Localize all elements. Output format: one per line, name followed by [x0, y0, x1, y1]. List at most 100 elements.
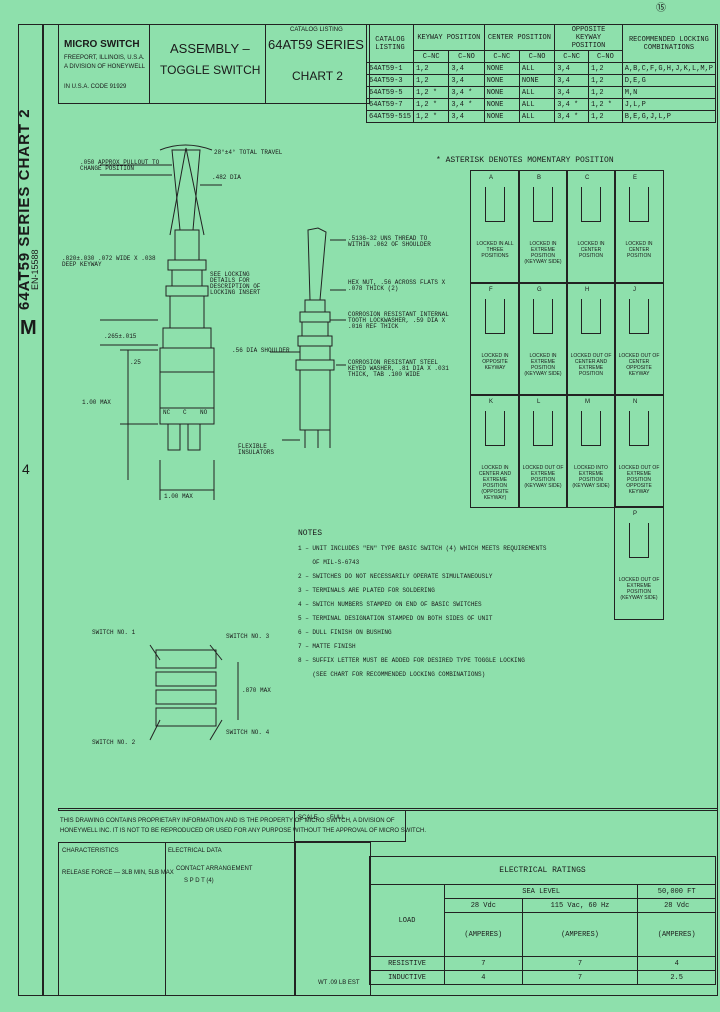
weight: WT .09 LB EST	[318, 980, 360, 986]
note-item: 3 – TERMINALS ARE PLATED FOR SOLDERING	[298, 587, 435, 594]
contact-spdt: S P D T (4)	[184, 878, 214, 884]
locking-caption: LOCKED IN CENTER AND EXTREME POSITION (O…	[478, 465, 512, 501]
locking-letter: M	[585, 399, 590, 405]
label-hex: HEX NUT, .56 ACROSS FLATS X .078 THICK (…	[348, 279, 446, 292]
locking-cell: C LOCKED IN CENTER POSITION	[566, 170, 616, 284]
locking-letter: E	[633, 175, 638, 181]
corner-mark: ⑮	[656, 3, 666, 14]
label-sw3: SWITCH NO. 3	[226, 633, 270, 640]
ratings-title: ELECTRICAL RATINGS	[369, 856, 716, 885]
locking-shape-icon	[629, 411, 649, 446]
locking-caption: LOCKED OUT OF CENTER OPPOSITE KEYWAY	[618, 353, 660, 377]
label-nc: NC	[163, 409, 171, 416]
proprietary-line1: THIS DRAWING CONTAINS PROPRIETARY INFORM…	[60, 818, 395, 824]
notes-title: NOTES	[298, 529, 323, 538]
catalog-table: CATALOG LISTING KEYWAY POSITION CENTER P…	[365, 24, 717, 123]
label-keyway: .820±.030 .072 WIDE X .038 DEEP KEYWAY	[62, 255, 156, 268]
proprietary-line2: HONEYWELL INC. IT IS NOT TO BE REPRODUCE…	[60, 828, 427, 834]
locking-shape-icon	[581, 187, 601, 222]
load-label: LOAD	[369, 884, 445, 957]
locking-shape-icon	[533, 299, 553, 334]
altitude-label: 50,000 FT	[637, 884, 716, 899]
label-sw1: SWITCH NO. 1	[92, 629, 136, 636]
label-no: NO	[200, 409, 208, 416]
locking-caption: LOCKED IN CENTER POSITION	[577, 241, 605, 259]
label-sw4: SWITCH NO. 4	[226, 729, 270, 736]
scale-value: FULL	[330, 815, 345, 821]
label-dim-265: .265±.015	[104, 333, 137, 340]
locking-letter: N	[633, 399, 638, 405]
locking-caption: LOCKED IN EXTREME POSITION (KEYWAY SIDE)	[524, 353, 562, 377]
label-travel: 28°±4° TOTAL TRAVEL	[214, 149, 283, 156]
locking-caption: LOCKED OUT OF EXTREME POSITION (KEYWAY S…	[618, 577, 660, 601]
locking-letter: J	[633, 287, 636, 293]
label-dim-25: .25	[130, 359, 141, 366]
note-item: 4 – SWITCH NUMBERS STAMPED ON END OF BAS…	[298, 601, 482, 608]
locking-letter: H	[585, 287, 590, 293]
locking-caption: LOCKED OUT OF EXTREME POSITION OPPOSITE …	[618, 465, 660, 495]
contact-arrangement: CONTACT ARRANGEMENT	[176, 866, 253, 872]
locking-letter: C	[585, 175, 590, 181]
assembly-subtitle: TOGGLE SWITCH	[160, 63, 261, 77]
locking-shape-icon	[581, 411, 601, 446]
label-thread: .5136–32 UNS THREAD TO WITHIN .062 OF SH…	[348, 235, 431, 248]
locking-caption: LOCKED INTO EXTREME POSITION (KEYWAY SID…	[572, 465, 610, 489]
assembly-title: ASSEMBLY –	[170, 41, 250, 56]
sea-level-label: SEA LEVEL	[443, 884, 639, 899]
vertical-drawing-number: EN-15588	[30, 249, 40, 290]
note-item: 8 – SUFFIX LETTER MUST BE ADDED FOR DESI…	[298, 657, 525, 664]
listing-label: CATALOG LISTING	[290, 27, 343, 33]
locking-cell: M LOCKED INTO EXTREME POSITION (KEYWAY SI…	[566, 394, 616, 508]
label-lockwasher: CORROSION RESISTANT INTERNAL TOOTH LOCKW…	[348, 311, 449, 330]
locking-shape-icon	[629, 299, 649, 334]
locking-cell: N LOCKED OUT OF EXTREME POSITION OPPOSITE…	[614, 394, 664, 508]
locking-letter: L	[537, 399, 541, 405]
company-sub3: IN U.S.A. CODE 91929	[64, 84, 127, 90]
locking-shape-icon	[533, 411, 553, 446]
locking-caption: LOCKED IN CENTER POSITION	[625, 241, 653, 259]
label-dim-100w: 1.00 MAX	[164, 493, 193, 500]
locking-caption: LOCKED IN EXTREME POSITION (KEYWAY SIDE)	[524, 241, 562, 265]
label-shoulder: .56 DIA SHOULDER	[232, 347, 290, 354]
chart-title: CHART 2	[292, 69, 343, 83]
issue-mark: 4	[22, 461, 30, 477]
label-dim-100: 1.00 MAX	[82, 399, 111, 406]
company-sub1: FREEPORT, ILLINOIS, U.S.A.	[64, 55, 145, 61]
label-keyed-washer: CORROSION RESISTANT STEEL KEYED WASHER, …	[348, 359, 449, 378]
note-item: 1 – UNIT INCLUDES "EN" TYPE BASIC SWITCH…	[298, 545, 547, 552]
label-see-locking: SEE LOCKING DETAILS FOR DESCRIPTION OF L…	[210, 271, 261, 296]
m-mark: M	[20, 317, 37, 339]
locking-letter: B	[537, 175, 542, 181]
note-item: 2 – SWITCHES DO NOT NECESSARILY OPERATE …	[298, 573, 493, 580]
locking-caption: LOCKED IN ALL THREE POSITIONS	[476, 241, 514, 259]
characteristics-label: CHARACTERISTICS	[62, 848, 119, 854]
scale-label: SCALE	[298, 815, 318, 821]
locking-caption: LOCKED OUT OF CENTER AND EXTREME POSITIO…	[570, 353, 612, 377]
left-strip	[18, 24, 44, 996]
company-name: MICRO SWITCH	[64, 39, 140, 50]
locking-shape-icon	[629, 523, 649, 558]
locking-shape-icon	[485, 187, 505, 222]
series-title: 64AT59 SERIES	[268, 37, 364, 52]
locking-shape-icon	[581, 299, 601, 334]
locking-letter: A	[489, 175, 494, 181]
locking-cell: A LOCKED IN ALL THREE POSITIONS	[470, 170, 520, 284]
company-sub2: A DIVISION OF HONEYWELL	[64, 64, 146, 70]
note-item: 5 – TERMINAL DESIGNATION STAMPED ON BOTH…	[298, 615, 493, 622]
locking-shape-icon	[485, 411, 505, 446]
locking-cell: E LOCKED IN CENTER POSITION	[614, 170, 664, 284]
locking-shape-icon	[533, 187, 553, 222]
asterisk-footnote: * ASTERISK DENOTES MOMENTARY POSITION	[436, 156, 614, 165]
